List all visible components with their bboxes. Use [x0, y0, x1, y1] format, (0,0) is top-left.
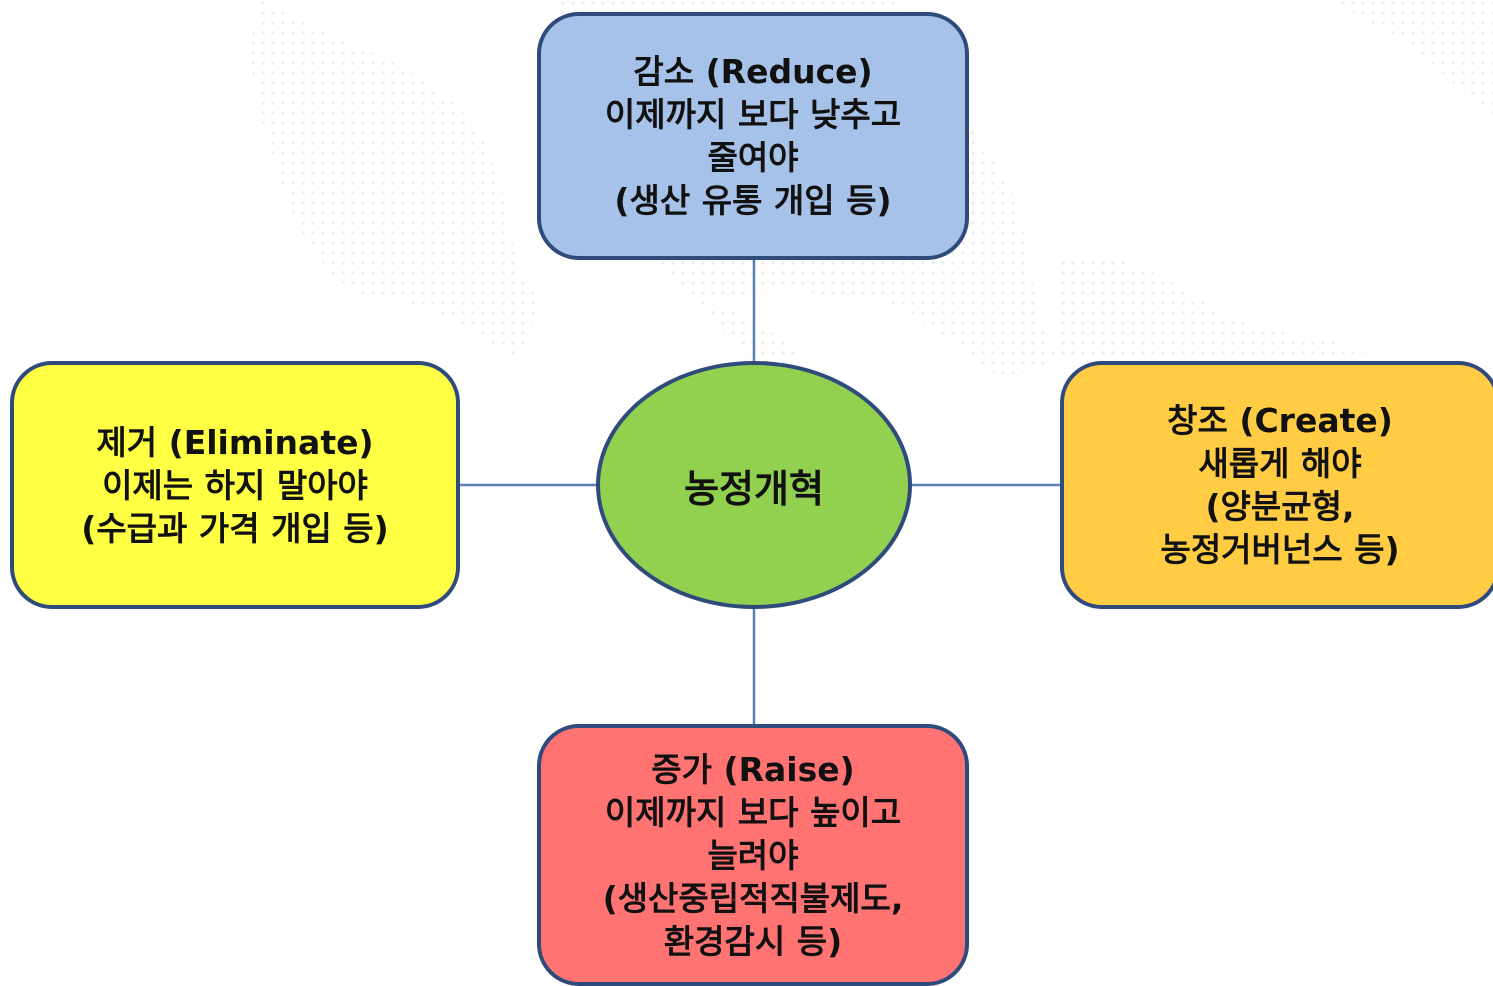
- create-box: 창조 (Create) 새롭게 해야 (양분균형, 농정거버넌스 등): [1060, 361, 1493, 609]
- center-label: 농정개혁: [684, 466, 824, 511]
- reduce-line-2: 이제까지 보다 낮추고: [604, 95, 902, 134]
- eliminate-text: 제거 (Eliminate) 이제는 하지 말아야 (수급과 가격 개입 등): [81, 421, 389, 550]
- raise-line-5: 환경감시 등): [663, 921, 843, 961]
- eliminate-line-1: 제거 (Eliminate): [96, 422, 374, 462]
- create-line-3: (양분균형,: [1205, 487, 1355, 526]
- reduce-box: 감소 (Reduce) 이제까지 보다 낮추고 줄여야 (생산 유통 개입 등): [537, 12, 969, 260]
- create-line-2: 새롭게 해야: [1198, 444, 1362, 483]
- reduce-text: 감소 (Reduce) 이제까지 보다 낮추고 줄여야 (생산 유통 개입 등): [605, 50, 901, 222]
- raise-box: 증가 (Raise) 이제까지 보다 높이고 늘려야 (생산중립적직불제도, 환…: [537, 724, 969, 986]
- raise-line-4: (생산중립적직불제도,: [602, 878, 904, 918]
- raise-line-1: 증가 (Raise): [651, 749, 855, 789]
- center-node: 농정개혁: [596, 361, 912, 609]
- raise-line-2: 이제까지 보다 높이고: [604, 792, 902, 832]
- reduce-line-1: 감소 (Reduce): [633, 52, 873, 91]
- raise-line-3: 늘려야: [707, 835, 799, 875]
- create-line-1: 창조 (Create): [1167, 401, 1393, 440]
- eliminate-line-2: 이제는 하지 말아야: [102, 465, 368, 505]
- eliminate-box: 제거 (Eliminate) 이제는 하지 말아야 (수급과 가격 개입 등): [10, 361, 460, 609]
- create-text: 창조 (Create) 새롭게 해야 (양분균형, 농정거버넌스 등): [1160, 399, 1399, 571]
- reduce-line-4: (생산 유통 개입 등): [614, 181, 892, 220]
- raise-text: 증가 (Raise) 이제까지 보다 높이고 늘려야 (생산중립적직불제도, 환…: [603, 748, 904, 963]
- eliminate-line-3: (수급과 가격 개입 등): [81, 508, 389, 548]
- create-line-4: 농정거버넌스 등): [1160, 530, 1400, 569]
- reduce-line-3: 줄여야: [707, 138, 799, 177]
